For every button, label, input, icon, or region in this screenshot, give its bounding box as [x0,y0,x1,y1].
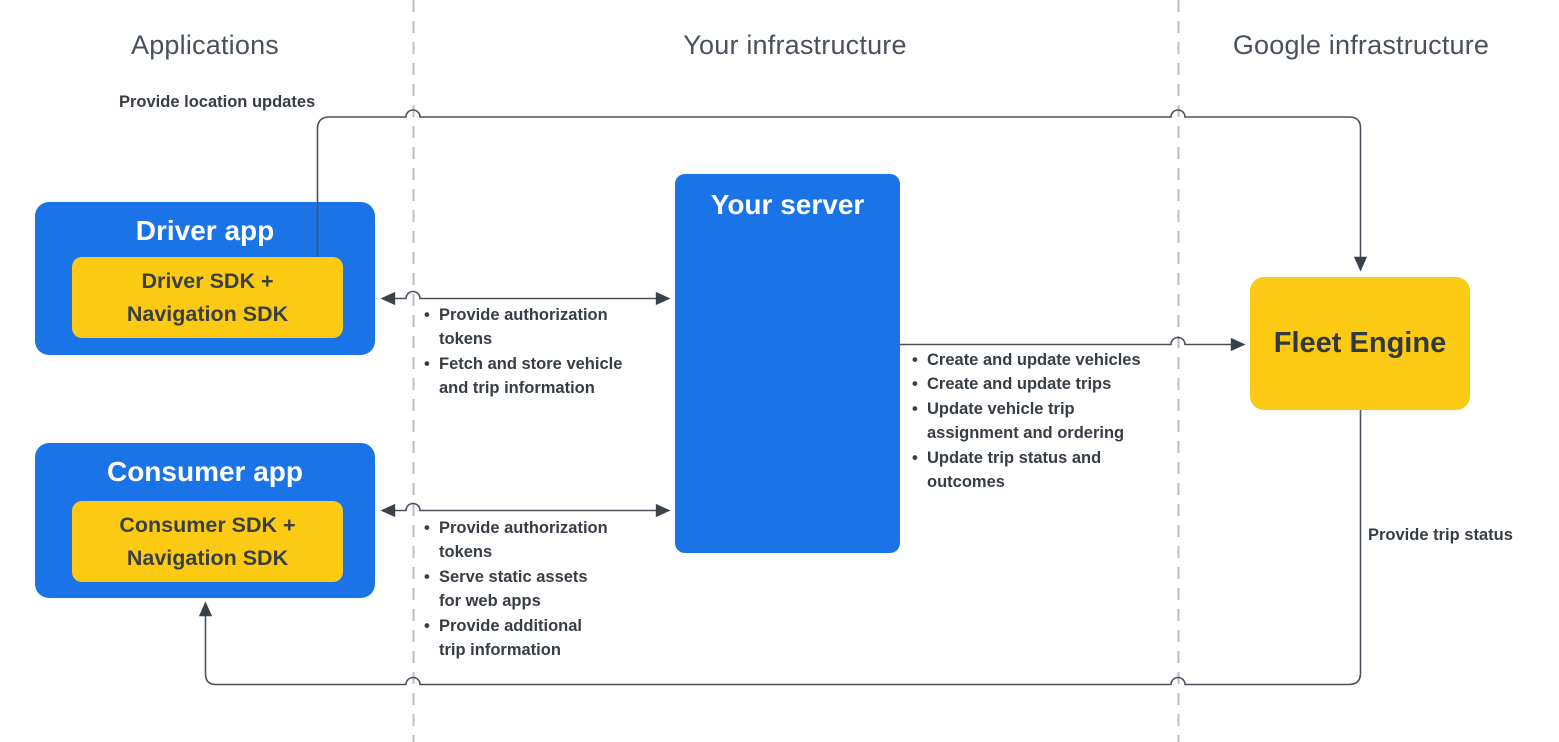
label-provide-location-updates: Provide location updates [119,93,316,111]
column-header-google-infrastructure: Google infrastructure [1232,30,1490,60]
your-server-title: Your server [710,189,865,220]
list-item: Update trip status and outcomes [911,446,1181,495]
driver-server-annotations: Provide authorization tokens Fetch and s… [423,303,653,401]
list-item: Provide authorization tokens [423,516,653,565]
server-fleet-annotations: Create and update vehicles Create and up… [911,348,1181,494]
consumer-sdk-box: Consumer SDK + Navigation SDK [72,501,343,582]
list-item: Create and update vehicles [911,348,1181,373]
column-header-your-infrastructure: Your infrastructure [683,30,907,60]
consumer-app-title: Consumer app [106,456,304,487]
list-item: Update vehicle trip assignment and order… [911,397,1181,446]
consumer-server-annotations: Provide authorization tokens Serve stati… [423,516,653,662]
list-item: Serve static assets for web apps [423,565,653,614]
label-provide-trip-status: Provide trip status [1368,526,1513,544]
driver-sdk-box: Driver SDK + Navigation SDK [72,257,343,338]
driver-app-box: Driver app Driver SDK + Navigation SDK [35,202,375,355]
list-item: Provide authorization tokens [423,303,653,352]
list-item: Fetch and store vehicle and trip informa… [423,352,653,401]
list-item: Create and update trips [911,372,1181,397]
consumer-app-box: Consumer app Consumer SDK + Navigation S… [35,443,375,598]
driver-app-title: Driver app [135,215,275,246]
edge-server-fleet [900,336,1246,352]
fleet-engine-title: Fleet Engine [1273,327,1447,359]
edge-driver-server [380,290,671,306]
your-server-box: Your server [675,174,900,553]
column-header-applications: Applications [131,30,279,60]
list-item: Provide additional trip information [423,614,653,663]
fleet-engine-box: Fleet Engine [1250,277,1470,410]
edge-consumer-server [380,502,671,518]
